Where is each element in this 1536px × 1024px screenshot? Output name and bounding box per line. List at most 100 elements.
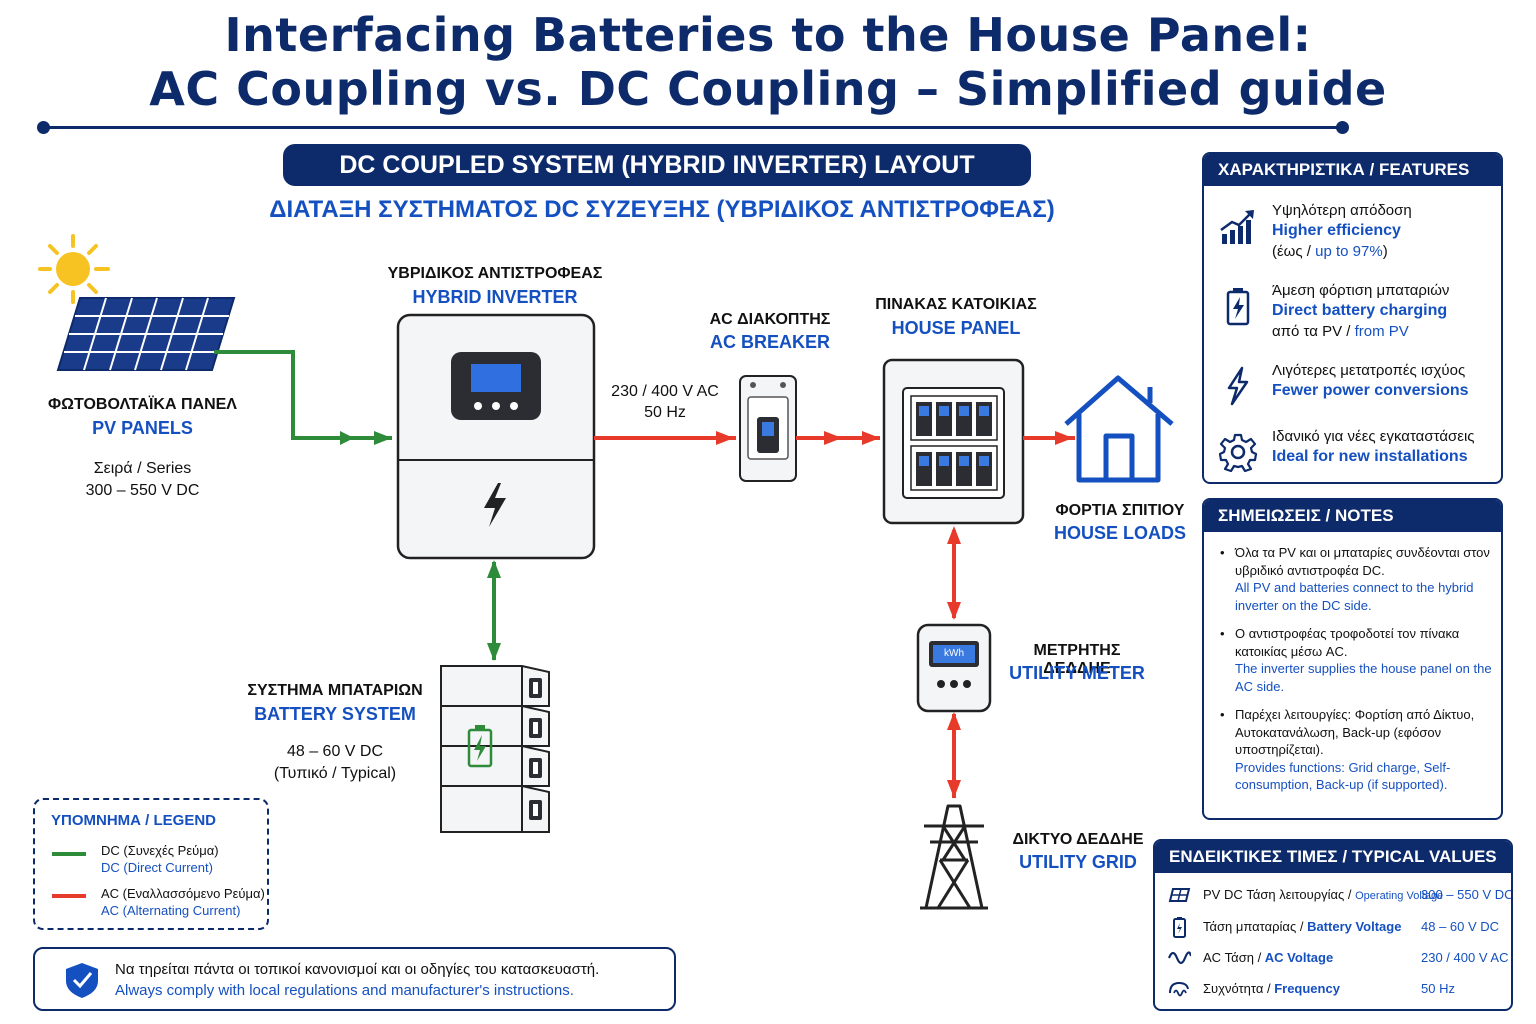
note-bullet: • [1220,626,1225,641]
house-panel-icon [882,358,1025,525]
typical-value-label: PV DC Τάση λειτουργίας / Operating Volta… [1203,887,1443,902]
divider-dot-right [1336,121,1349,134]
feature-text-gr: Υψηλότερη απόδοση [1272,202,1412,219]
typical-value-label-en: AC Voltage [1264,950,1334,965]
note-item: • Ο αντιστροφέας τροφοδοτεί τον πίνακα κ… [1220,625,1500,695]
feature-text-en: Higher efficiency [1272,222,1401,239]
legend-box: ΥΠΟΜΝΗΜΑ / LEGEND DC (Συνεχές Ρεύμα) DC … [33,798,269,930]
note-text-en: All PV and batteries connect to the hybr… [1235,580,1474,613]
typical-value: 48 – 60 V DC [1421,919,1500,934]
feature-extra-en: from PV [1354,323,1409,340]
house-panel-label-en: HOUSE PANEL [891,318,1021,338]
feature-item: Άμεση φόρτιση μπαταριών Direct battery c… [1204,282,1501,352]
pv-series-label: Σειρά / Series [93,460,192,477]
grid-label-en: UTILITY GRID [1019,852,1137,872]
lightning-icon [1227,366,1249,406]
footer-box: Να τηρείται πάντα οι τοπικοί κανονισμοί … [33,947,676,1011]
legend-title: ΥΠΟΜΝΗΜΑ / LEGEND [51,812,216,829]
pv-voltage: 300 – 550 V DC [85,482,200,499]
typical-value-row: Συχνότητα / Frequency 50 Hz [1167,977,1507,1005]
ac-breaker-icon [739,375,797,482]
legend-dc-gr: DC (Συνεχές Ρεύμα) [101,843,219,858]
shield-icon [66,963,98,998]
footer-text-en: Always comply with local regulations and… [115,982,574,999]
typical-value: 50 Hz [1421,981,1455,996]
feature-item: Ιδανικό για νέες εγκαταστάσεις Ideal for… [1204,428,1501,482]
typical-value-row: PV DC Τάση λειτουργίας / Operating Volta… [1167,883,1511,911]
layout-subtitle: ΔΙΑΤΑΞΗ ΣΥΣΤΗΜΑΤΟΣ DC ΣΥΖΕΥΞΗΣ (ΥΒΡΙΔΙΚΟ… [269,196,1055,223]
meter-label-en: UTILITY METER [1009,663,1145,683]
typical-values-panel: ΕΝΔΕΙΚΤΙΚΕΣ ΤΙΜΕΣ / TYPICAL VALUES PV DC… [1153,839,1513,1011]
inverter-label-en: HYBRID INVERTER [412,287,578,307]
house-panel-label-gr: ΠΙΝΑΚΑΣ ΚΑΤΟΙΚΙΑΣ [875,296,1037,313]
feature-text-en: Fewer power conversions [1272,382,1469,399]
battery-label-en: BATTERY SYSTEM [254,704,416,724]
chart-up-icon [1220,210,1254,244]
feature-item: Λιγότερες μετατροπές ισχύος Fewer power … [1204,362,1501,432]
typical-value-label: Τάση μπαταρίας / Battery Voltage [1203,919,1401,934]
feature-text-en: Ideal for new installations [1272,448,1468,465]
utility-grid-tower-icon [920,804,988,910]
typical-value-label-en: Frequency [1274,981,1340,996]
notes-panel: ΣΗΜΕΙΩΣΕΙΣ / NOTES • Όλα τα PV και οι μπ… [1202,498,1503,820]
note-text-en: Provides functions: Grid charge, Self-co… [1235,759,1451,793]
sun-icon [38,234,110,304]
legend-dc-en: DC (Direct Current) [101,860,213,875]
grid-label-gr: ΔΙΚΤΥΟ ΔΕΔΔΗΕ [1012,831,1144,848]
typical-value-label-gr: Τάση μπαταρίας / [1203,919,1308,934]
feature-text-gr: Ιδανικό για νέες εγκαταστάσεις [1272,428,1475,445]
note-bullet: • [1220,707,1225,722]
layout-banner: DC COUPLED SYSTEM (HYBRID INVERTER) LAYO… [283,144,1031,186]
typical-value-label: Συχνότητα / Frequency [1203,981,1340,996]
breaker-label-gr: AC ΔΙΑΚΟΠΤΗΣ [709,311,831,328]
battery-typical: (Τυπικό / Typical) [273,765,397,782]
note-item: • Παρέχει λειτουργίες: Φορτίση από Δίκτυ… [1220,706,1500,794]
utility-meter-icon [916,623,992,713]
inverter-label-gr: ΥΒΡΙΔΙΚΟΣ ΑΝΤΙΣΤΡΟΦΕΑΣ [387,265,603,282]
typical-value-label-gr: Συχνότητα / [1203,981,1275,996]
frequency-icon [1169,981,1189,997]
features-panel: ΧΑΡΑΚΤΗΡΙΣΤΙΚΑ / FEATURES Υψηλότερη απόδ… [1202,152,1503,484]
page-title-line2: AC Coupling vs. DC Coupling – Simplified… [149,62,1387,116]
footer-text-gr: Να τηρείται πάντα οι τοπικοί κανονισμοί … [115,961,600,978]
battery-icon [1173,917,1186,938]
legend-ac-en: AC (Alternating Current) [101,903,241,918]
hybrid-inverter-icon [396,313,596,560]
solar-panel-icon [1168,888,1191,902]
note-text-en: The inverter supplies the house panel on… [1235,661,1492,694]
notes-title: ΣΗΜΕΙΩΣΕΙΣ / NOTES [1204,500,1501,532]
note-item: • Όλα τα PV και οι μπαταρίες συνδέονται … [1220,544,1500,614]
typical-value-label-en: Battery Voltage [1307,919,1402,934]
feature-text-gr: Άμεση φόρτιση μπαταριών [1272,282,1450,299]
feature-extra: από τα PV / from PV [1272,323,1409,340]
note-text-gr: Παρέχει λειτουργίες: Φορτίση από Δίκτυο,… [1235,707,1475,757]
typical-value-label-gr: AC Τάση / [1203,950,1265,965]
house-icon [1064,375,1174,483]
note-bullet: • [1220,545,1225,560]
battery-charge-icon [1226,288,1250,326]
divider-dot-left [37,121,50,134]
battery-label-gr: ΣΥΣΤΗΜΑ ΜΠΑΤΑΡΙΩΝ [247,682,423,699]
page-title-line1: Interfacing Batteries to the House Panel… [224,8,1312,62]
feature-extra-en: up to 97% [1315,243,1383,260]
typical-value-row: Τάση μπαταρίας / Battery Voltage 48 – 60… [1167,915,1507,943]
feature-item: Υψηλότερη απόδοση Higher efficiency (έως… [1204,202,1501,272]
ac-link-frequency: 50 Hz [644,404,686,421]
battery-voltage: 48 – 60 V DC [286,743,384,760]
typical-value-label: AC Τάση / AC Voltage [1203,950,1333,965]
feature-extra-gr: από τα PV / [1272,323,1355,340]
typical-value-label-gr: PV DC Τάση λειτουργίας / [1203,887,1356,902]
battery-stack-icon [440,665,550,833]
feature-extra: (έως / up to 97%) [1272,243,1388,260]
typical-value: 300 – 550 V DC [1421,887,1513,902]
solar-panel-icon [56,297,236,371]
pv-label-gr: ΦΩΤΟΒΟΛΤΑΪΚΑ ΠΑΝΕΛ [48,396,237,413]
ac-link-voltage: 230 / 400 V AC [611,383,719,400]
pv-label-en: PV PANELS [92,418,193,438]
house-loads-label-en: HOUSE LOADS [1053,523,1186,543]
feature-extra-gr: (έως / [1272,243,1316,260]
meter-display: kWh [944,648,964,659]
note-text-gr: Ο αντιστροφέας τροφοδοτεί τον πίνακα κατ… [1235,626,1460,659]
typical-values-title: ΕΝΔΕΙΚΤΙΚΕΣ ΤΙΜΕΣ / TYPICAL VALUES [1155,841,1511,873]
